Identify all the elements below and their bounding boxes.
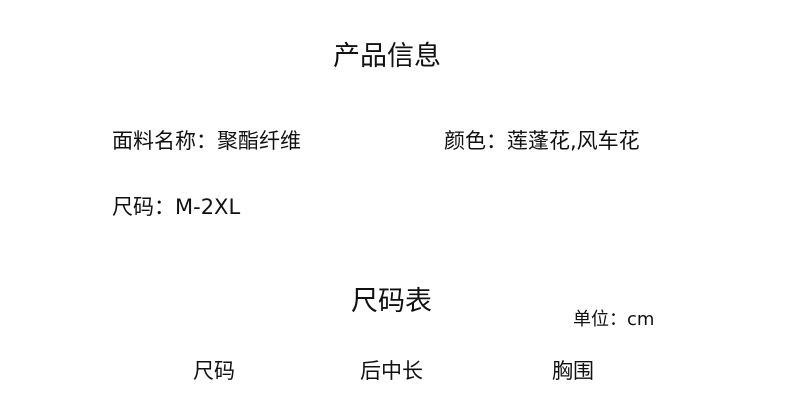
- fabric-value: 聚酯纤维: [217, 129, 301, 153]
- fabric-label: 面料名称：: [112, 129, 217, 153]
- product-info-title: 产品信息: [333, 41, 441, 72]
- unit-row: 单位：cm: [573, 311, 654, 329]
- size-value: M-2XL: [175, 195, 241, 219]
- size-row: 尺码：M-2XL: [112, 197, 240, 218]
- size-chart-title: 尺码表: [351, 286, 432, 317]
- fabric-row: 面料名称：聚酯纤维: [112, 131, 301, 152]
- color-row: 颜色：莲蓬花,风车花: [444, 131, 640, 152]
- column-header-back-length: 后中长: [360, 359, 423, 383]
- column-header-size: 尺码: [193, 359, 235, 383]
- size-label: 尺码：: [112, 195, 175, 219]
- color-value: 莲蓬花,风车花: [507, 129, 640, 153]
- color-label: 颜色：: [444, 129, 507, 153]
- column-header-chest: 胸围: [552, 359, 594, 383]
- unit-label: 单位：: [573, 309, 627, 330]
- unit-value: cm: [627, 309, 655, 330]
